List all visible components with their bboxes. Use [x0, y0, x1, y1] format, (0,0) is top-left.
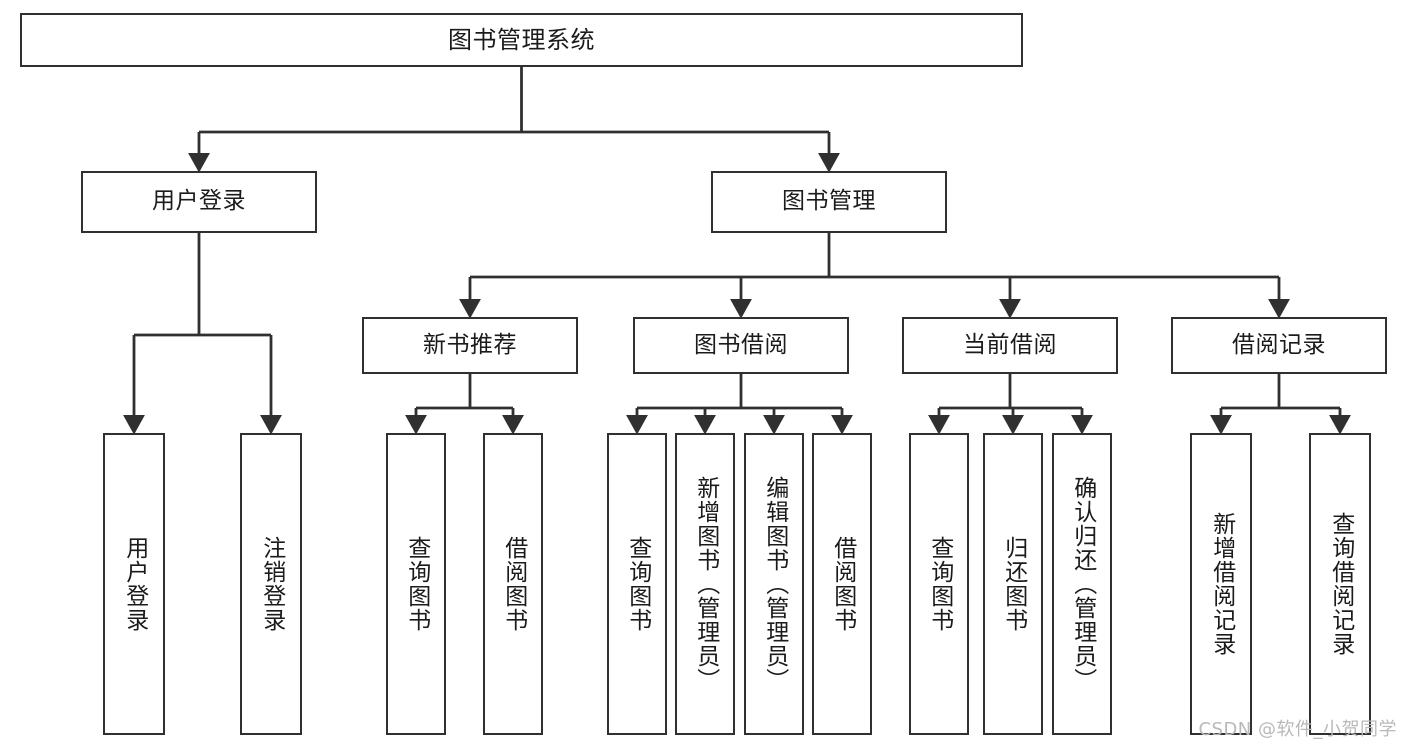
node-leaf-add-book-admin[interactable]: 新增图书（管理员）	[675, 433, 735, 735]
node-label: 编辑图书（管理员）	[761, 476, 788, 692]
node-label: 用户登录	[152, 188, 246, 215]
csdn-watermark: CSDN @软件_小贺同学	[1198, 719, 1397, 740]
node-leaf-edit-book-admin[interactable]: 编辑图书（管理员）	[744, 433, 804, 735]
node-label: 确认归还（管理员）	[1069, 476, 1096, 692]
node-book-borrowing[interactable]: 图书借阅	[633, 317, 849, 374]
node-leaf-query-book-recommend[interactable]: 查询图书	[386, 433, 446, 735]
node-leaf-borrow-book-borrowing[interactable]: 借阅图书	[812, 433, 872, 735]
node-label: 查询图书	[624, 536, 651, 632]
node-label: 查询图书	[926, 536, 953, 632]
node-label: 借阅图书	[500, 536, 527, 632]
node-leaf-add-borrow-record[interactable]: 新增借阅记录	[1190, 433, 1252, 735]
node-leaf-user-login[interactable]: 用户登录	[103, 433, 165, 735]
node-leaf-return-book[interactable]: 归还图书	[983, 433, 1043, 735]
node-current-borrowing[interactable]: 当前借阅	[902, 317, 1118, 374]
node-label: 新书推荐	[423, 331, 517, 358]
node-label: 归还图书	[1000, 536, 1027, 632]
node-root-book-management-system[interactable]: 图书管理系统	[20, 13, 1023, 67]
node-label: 查询借阅记录	[1327, 512, 1354, 656]
node-leaf-logout[interactable]: 注销登录	[240, 433, 302, 735]
node-label: 用户登录	[121, 536, 148, 632]
node-label: 新增借阅记录	[1208, 512, 1235, 656]
node-leaf-query-book-borrowing[interactable]: 查询图书	[607, 433, 667, 735]
node-leaf-confirm-return-admin[interactable]: 确认归还（管理员）	[1052, 433, 1112, 735]
node-label: 当前借阅	[963, 331, 1057, 358]
node-label: 图书借阅	[694, 331, 788, 358]
node-borrow-records[interactable]: 借阅记录	[1171, 317, 1387, 374]
node-label: 注销登录	[258, 536, 285, 632]
node-new-book-recommendation[interactable]: 新书推荐	[362, 317, 578, 374]
node-label: 借阅图书	[829, 536, 856, 632]
node-label: 新增图书（管理员）	[692, 476, 719, 692]
node-leaf-query-borrow-record[interactable]: 查询借阅记录	[1309, 433, 1371, 735]
node-leaf-borrow-book-recommend[interactable]: 借阅图书	[483, 433, 543, 735]
node-label: 图书管理	[782, 188, 876, 215]
node-label: 图书管理系统	[448, 25, 595, 54]
node-user-login[interactable]: 用户登录	[81, 171, 317, 233]
node-leaf-query-book-current[interactable]: 查询图书	[909, 433, 969, 735]
node-book-management[interactable]: 图书管理	[711, 171, 947, 233]
node-label: 借阅记录	[1232, 331, 1326, 358]
node-label: 查询图书	[403, 536, 430, 632]
